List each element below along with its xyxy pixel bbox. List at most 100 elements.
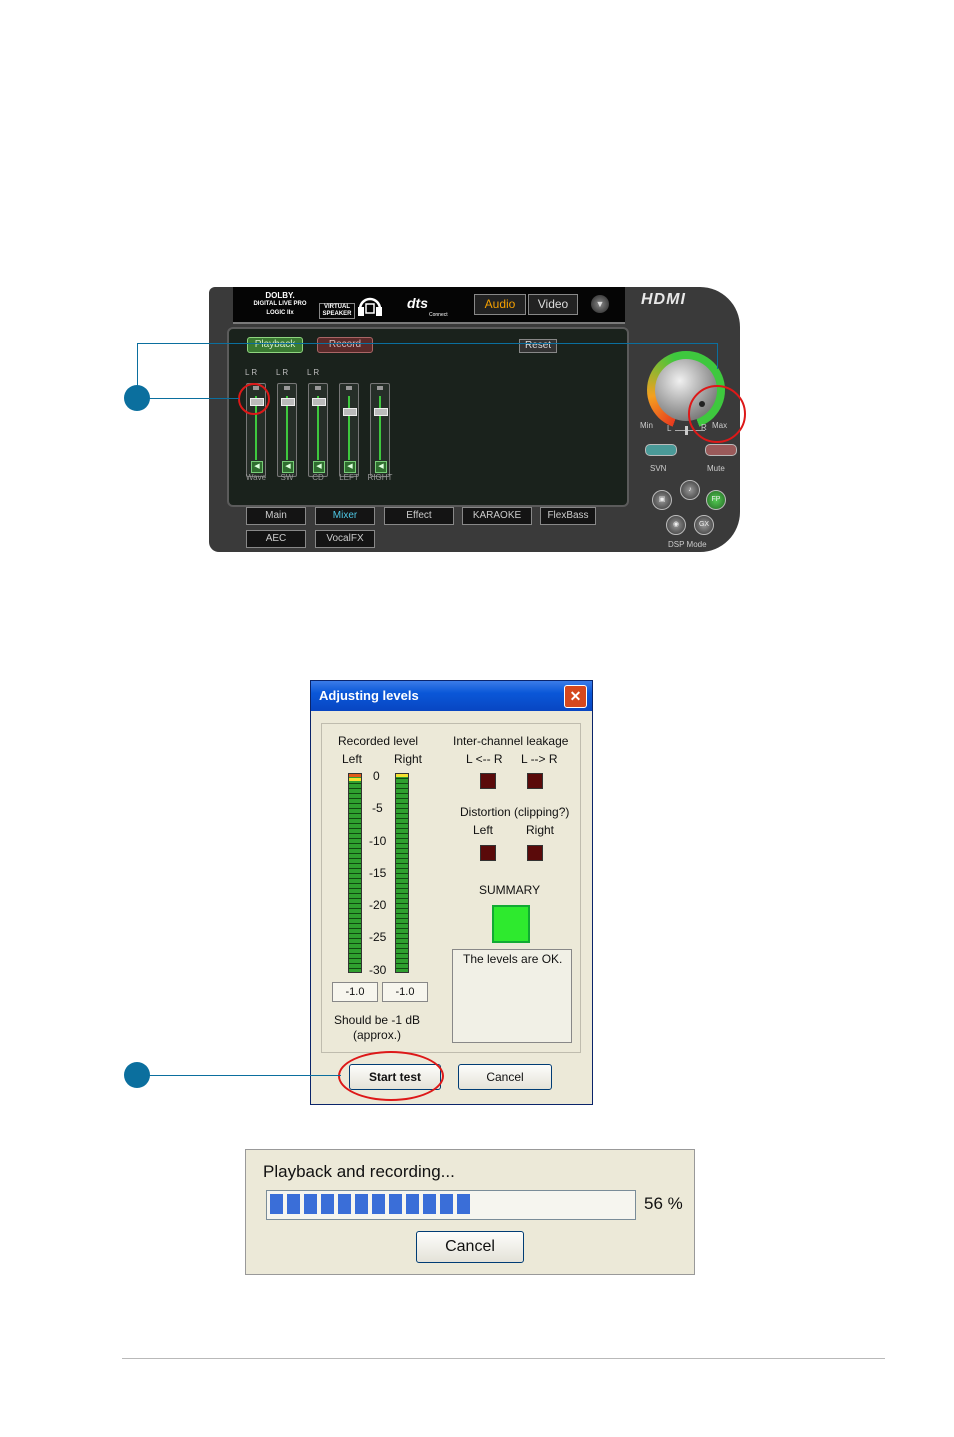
svn-button[interactable] [645, 444, 677, 456]
scale-tick: 0 [373, 769, 380, 783]
progress-bar [266, 1190, 636, 1220]
mute-button[interactable] [705, 444, 737, 456]
progress-segment [389, 1194, 402, 1214]
speaker-icon[interactable]: ◀ [282, 461, 294, 473]
cd-fader[interactable]: ◀ [308, 383, 328, 477]
mode-aec-button[interactable]: AEC [246, 530, 306, 548]
right-level-value: -1.0 [382, 982, 428, 1002]
fader-knob[interactable] [281, 398, 295, 406]
scale-tick: -20 [369, 898, 387, 912]
dialog-title: Adjusting levels [311, 681, 592, 711]
music-note-icon[interactable]: ♪ [680, 480, 700, 500]
progress-segment [287, 1194, 300, 1214]
movie-icon[interactable]: ▣ [652, 490, 672, 510]
mode-main-button[interactable]: Main [246, 507, 306, 525]
leakage-title: Inter-channel leakage [453, 734, 569, 748]
callout-line [137, 343, 718, 344]
leakage-l-to-r-label: L --> R [521, 752, 558, 766]
fader-knob[interactable] [374, 408, 388, 416]
recorded-level-label: Recorded level [338, 734, 419, 748]
speaker-icon[interactable]: ◀ [375, 461, 387, 473]
reset-button[interactable]: Reset [519, 339, 557, 353]
dts-logo-text: dts [407, 295, 428, 311]
mode-effect-button[interactable]: Effect [384, 507, 454, 525]
distortion-left-led [480, 845, 496, 861]
channel-label-wave: Wave [245, 473, 267, 482]
channel-label-right: RIGHT [367, 473, 393, 482]
should-be-label: Should be -1 dB [334, 1013, 421, 1027]
progress-segment [321, 1194, 334, 1214]
speaker-icon[interactable]: ◀ [313, 461, 325, 473]
right-fader[interactable]: ◀ [370, 383, 390, 477]
knob-min-label: Min [640, 421, 653, 430]
summary-message: The levels are OK. [463, 952, 563, 966]
dts-logo: dts Connect [407, 295, 448, 318]
cancel-button[interactable]: Cancel [458, 1064, 552, 1090]
progress-cancel-button[interactable]: Cancel [416, 1231, 524, 1263]
progress-label: Playback and recording... [263, 1162, 455, 1181]
progress-segment [355, 1194, 368, 1214]
callout-line [137, 398, 239, 399]
tab-record[interactable]: Record [317, 337, 373, 353]
leakage-l-from-r-label: L <-- R [466, 752, 503, 766]
progress-segment [270, 1194, 283, 1214]
svn-label: SVN [650, 464, 667, 473]
virtual-speaker-logo: VIRTUAL SPEAKER [319, 303, 355, 319]
balance-slider-thumb[interactable] [685, 426, 688, 435]
sw-fader[interactable]: ◀ [277, 383, 297, 477]
scale-tick: -30 [369, 963, 387, 977]
step-marker [124, 385, 150, 411]
adjusting-levels-dialog: Adjusting levels ✕ Recorded level Left R… [310, 680, 593, 1105]
step-marker [124, 1062, 150, 1088]
mode-mixer-button[interactable]: Mixer [315, 507, 375, 525]
audio-control-panel: DOLBY. DIGITAL LIVE PRO LOGIC IIx VIRTUA… [209, 287, 740, 552]
levels-group [321, 723, 581, 1053]
close-icon[interactable]: ✕ [564, 685, 587, 708]
mode-vocalfx-button[interactable]: VocalFX [315, 530, 375, 548]
callout-line [717, 343, 718, 369]
tab-video[interactable]: Video [528, 294, 578, 315]
progress-segment [406, 1194, 419, 1214]
tab-playback[interactable]: Playback [247, 337, 303, 353]
chevron-down-icon[interactable]: ▼ [591, 295, 609, 313]
tab-audio[interactable]: Audio [474, 294, 526, 315]
max-knob-callout-circle [688, 385, 746, 443]
left-fader[interactable]: ◀ [339, 383, 359, 477]
dsp-fp-button[interactable]: FP [706, 490, 726, 510]
summary-message-box: The levels are OK. [452, 949, 572, 1043]
balance-slider[interactable] [675, 430, 705, 431]
dsp-mode-label: DSP Mode [668, 540, 707, 549]
mute-label: Mute [707, 464, 725, 473]
fader-knob[interactable] [343, 408, 357, 416]
progress-segment [457, 1194, 470, 1214]
start-test-callout-circle [338, 1051, 444, 1101]
headphones-icon [358, 297, 382, 316]
distortion-title: Distortion (clipping?) [460, 805, 570, 819]
dsp-gx-button[interactable]: GX [694, 515, 714, 535]
channel-label-sw: SW [280, 473, 294, 482]
scale-tick: -5 [372, 801, 383, 815]
playback-progress-dialog: Playback and recording... 56 % Cancel [245, 1149, 695, 1275]
leakage-l-to-r-led [527, 773, 543, 789]
cd-lr-label: L R [307, 368, 320, 377]
left-level-value: -1.0 [332, 982, 378, 1002]
progress-percent: 56 % [644, 1194, 683, 1213]
progress-segment [372, 1194, 385, 1214]
distortion-right-led [527, 845, 543, 861]
game-icon[interactable]: ◉ [666, 515, 686, 535]
hdmi-logo: HDMI [641, 291, 686, 308]
left-level-meter [348, 773, 362, 973]
channel-label-cd: CD [312, 473, 324, 482]
mode-flexbass-button[interactable]: FlexBass [540, 507, 596, 525]
progress-segment [304, 1194, 317, 1214]
dolby-logo: DOLBY. DIGITAL LIVE PRO LOGIC IIx [245, 291, 315, 318]
wave-lr-label: L R [245, 368, 258, 377]
footer-rule [122, 1358, 885, 1359]
speaker-icon[interactable]: ◀ [251, 461, 263, 473]
mode-karaoke-button[interactable]: KARAOKE [462, 507, 532, 525]
speaker-icon[interactable]: ◀ [344, 461, 356, 473]
wave-fader-callout-circle [238, 383, 270, 415]
left-label: Left [342, 752, 363, 766]
fader-knob[interactable] [312, 398, 326, 406]
knob-l-label: L [667, 424, 672, 433]
